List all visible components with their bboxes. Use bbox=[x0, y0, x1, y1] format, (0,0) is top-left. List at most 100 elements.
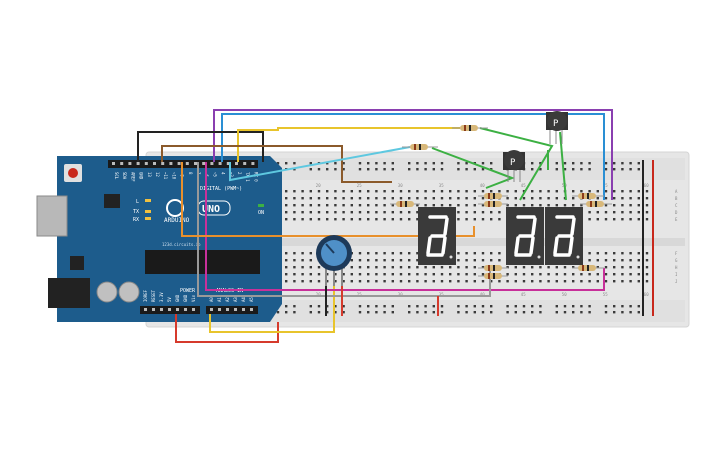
header-pin[interactable] bbox=[235, 162, 238, 165]
wire-blue[interactable] bbox=[221, 113, 605, 200]
header-pin[interactable] bbox=[144, 162, 148, 165]
board-label-model: UNO bbox=[202, 204, 220, 215]
wire-green-3[interactable] bbox=[559, 131, 567, 201]
header-pin[interactable] bbox=[169, 162, 173, 165]
resistor[interactable] bbox=[390, 201, 420, 207]
potentiometer[interactable] bbox=[316, 235, 352, 286]
header-pin[interactable] bbox=[218, 308, 221, 311]
header-pin[interactable] bbox=[192, 308, 195, 311]
resistor[interactable] bbox=[402, 144, 438, 150]
header-pin[interactable] bbox=[144, 308, 147, 311]
on-label: ON bbox=[258, 210, 264, 216]
seven-segment-display-1[interactable] bbox=[418, 207, 456, 265]
resistor[interactable] bbox=[572, 193, 604, 199]
pin-label: ~3 bbox=[229, 172, 234, 177]
column-number: 20 bbox=[316, 183, 321, 188]
pin-label: 13 bbox=[147, 172, 152, 177]
header-pin[interactable] bbox=[242, 308, 245, 311]
wire-green-2[interactable] bbox=[479, 127, 554, 201]
potentiometer-knob-indicator bbox=[325, 243, 335, 254]
transistor-label: P bbox=[553, 119, 559, 129]
resistor[interactable] bbox=[478, 201, 508, 207]
pin-label: ~10 bbox=[171, 172, 176, 180]
header-pin[interactable] bbox=[194, 162, 197, 165]
resistor[interactable] bbox=[478, 273, 508, 279]
header-pin[interactable] bbox=[250, 308, 253, 311]
wire-purple[interactable] bbox=[213, 109, 613, 200]
row-letter: F bbox=[675, 251, 678, 256]
header-pin[interactable] bbox=[120, 162, 124, 165]
rx-label: RX bbox=[133, 217, 139, 223]
row-letter: G bbox=[675, 258, 678, 263]
pin-label: SCL bbox=[114, 172, 119, 180]
resistor[interactable] bbox=[452, 125, 488, 131]
header-pin[interactable] bbox=[226, 308, 229, 311]
led-l bbox=[145, 199, 151, 202]
header-pin[interactable] bbox=[226, 162, 230, 165]
row-letter: H bbox=[675, 265, 678, 270]
analog-header[interactable] bbox=[206, 306, 258, 314]
reset-button-cap[interactable] bbox=[68, 168, 78, 178]
pin-label: A2 bbox=[225, 297, 230, 302]
pin-label: 4 bbox=[221, 172, 226, 175]
l-label: L bbox=[136, 199, 139, 205]
arduino-uno-board[interactable]: ARDUINO UNO DIGITAL (PWM~) POWER ANALOG … bbox=[36, 156, 282, 322]
header-pin[interactable] bbox=[176, 308, 179, 311]
resistor[interactable] bbox=[478, 193, 508, 199]
header-pin[interactable] bbox=[161, 162, 165, 165]
transistor-2[interactable]: P bbox=[546, 111, 568, 144]
pin-label: A3 bbox=[233, 297, 238, 302]
tx-label: TX bbox=[133, 209, 139, 215]
power-jack bbox=[48, 278, 90, 308]
column-number: 20 bbox=[316, 292, 321, 297]
header-pin[interactable] bbox=[153, 162, 156, 165]
pin-label: RESET bbox=[151, 289, 156, 302]
seven-segment-display-3[interactable] bbox=[545, 207, 583, 265]
column-number: 25 bbox=[357, 183, 362, 188]
header-pin[interactable] bbox=[234, 308, 237, 311]
header-pin[interactable] bbox=[160, 308, 163, 311]
header-pin[interactable] bbox=[210, 162, 214, 165]
resistors[interactable] bbox=[390, 125, 612, 279]
resistor[interactable] bbox=[580, 201, 612, 207]
wire-orange[interactable] bbox=[181, 162, 475, 237]
header-pin[interactable] bbox=[218, 162, 222, 165]
header-pin[interactable] bbox=[184, 308, 187, 311]
header-pin[interactable] bbox=[112, 162, 115, 165]
header-pin[interactable] bbox=[128, 162, 132, 165]
wire-cyan[interactable] bbox=[229, 146, 411, 182]
row-letter: E bbox=[675, 217, 678, 222]
header-pin[interactable] bbox=[177, 162, 181, 165]
wire-yellow-top[interactable] bbox=[237, 127, 460, 162]
resistor[interactable] bbox=[478, 265, 508, 271]
wires[interactable] bbox=[137, 109, 613, 343]
pin-label: A1 bbox=[217, 297, 222, 302]
header-pin[interactable] bbox=[210, 308, 213, 311]
header-pin[interactable] bbox=[202, 162, 206, 165]
wire-brown[interactable] bbox=[161, 145, 392, 183]
wire-green-1[interactable] bbox=[431, 147, 515, 189]
wire-magenta[interactable] bbox=[205, 162, 605, 291]
header-pin[interactable] bbox=[185, 162, 189, 165]
seven-segment-display-2[interactable] bbox=[506, 207, 544, 265]
transistor-1[interactable]: P bbox=[503, 150, 525, 182]
column-number: 55 bbox=[603, 183, 608, 188]
row-letter: D bbox=[675, 210, 678, 215]
header-pin[interactable] bbox=[152, 308, 155, 311]
header-pin[interactable] bbox=[136, 162, 140, 165]
pin-label: 5V bbox=[167, 297, 172, 302]
header-pin[interactable] bbox=[243, 162, 247, 165]
header-pin[interactable] bbox=[251, 162, 255, 165]
capacitor-2 bbox=[118, 281, 140, 303]
header-pin[interactable] bbox=[168, 308, 171, 311]
wire-gray[interactable] bbox=[197, 162, 491, 297]
column-number: 45 bbox=[521, 183, 526, 188]
atmega-chip bbox=[145, 250, 260, 274]
row-letter: B bbox=[675, 196, 678, 201]
pin-label: 2 bbox=[237, 172, 242, 175]
resistor[interactable] bbox=[572, 265, 604, 271]
breadboard-center-channel bbox=[150, 238, 685, 246]
pin-label: SDA bbox=[122, 172, 127, 180]
pin-label: ~11 bbox=[163, 172, 168, 180]
